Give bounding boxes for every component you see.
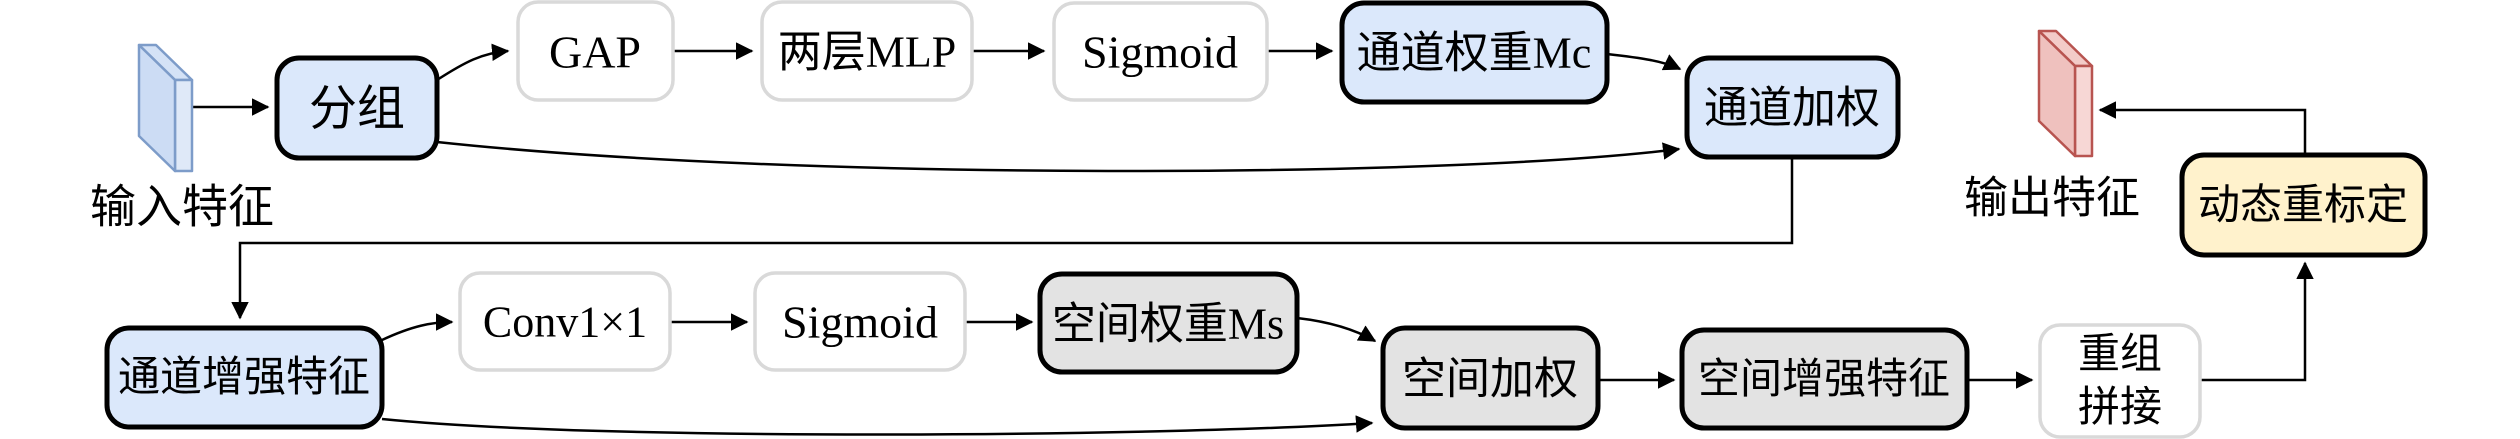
node-sigmoid-spatial-box[interactable]: [753, 271, 967, 372]
input-feature-label: 输入特征: [90, 182, 274, 233]
node-channel-weighting-box[interactable]: [1684, 55, 1901, 160]
node-channel-enhanced-label: 通道增强特征: [118, 355, 370, 401]
node-conv1x1[interactable]: Conv1×1: [458, 271, 672, 372]
node-mlp[interactable]: 两层MLP: [760, 0, 974, 102]
node-channel-weight-mc-label: 通道权重Mc: [1357, 29, 1592, 78]
node-mlp-box[interactable]: [760, 0, 974, 102]
edge-channel-enhanced-to-conv: [381, 313, 454, 342]
node-conv1x1-box[interactable]: [458, 271, 672, 372]
node-channel-weighting-label: 通道加权: [1704, 84, 1880, 133]
node-spatial-weight-ms[interactable]: 空间权重Ms: [1037, 271, 1300, 375]
edge-channel-weighting-to-channel-enhanced: [231, 157, 1794, 320]
node-dynamic-recalibration[interactable]: 动态重标定: [2179, 152, 2428, 258]
node-channel-weight-mc[interactable]: 通道权重Mc: [1339, 0, 1610, 105]
node-sigmoid-channel[interactable]: Sigmoid: [1052, 1, 1269, 102]
node-regroup-line2: 拼接: [2078, 385, 2162, 431]
node-sigmoid-channel-label: Sigmoid: [1082, 27, 1238, 78]
node-regroup-line1: 重组: [2078, 332, 2162, 378]
node-spatial-weighting-box[interactable]: [1380, 325, 1601, 431]
node-regroup-concat[interactable]: 重组 拼接: [2038, 323, 2202, 439]
edge-mc-to-channel-weighting: [1606, 52, 1682, 71]
node-spatial-weighting-label: 空间加权: [1402, 355, 1578, 404]
node-channel-enhanced[interactable]: 通道增强特征: [104, 325, 385, 430]
edges: [192, 42, 2314, 436]
edge-group-skip-to-channel-weighting: [436, 140, 1681, 173]
node-mlp-label: 两层MLP: [778, 28, 956, 77]
input-slab-side-face: [173, 78, 194, 173]
edge-recalibration-to-output: [2098, 101, 2307, 155]
edge-group-to-gap: [436, 43, 510, 82]
node-dynamic-recalibration-label: 动态重标定: [2198, 182, 2408, 229]
node-group-label: 分组: [309, 83, 405, 136]
node-sigmoid-spatial[interactable]: Sigmoid: [753, 271, 967, 372]
input-feature-slab: [137, 43, 194, 173]
node-channel-enhanced-box[interactable]: [104, 325, 385, 430]
node-conv1x1-label: Conv1×1: [483, 298, 647, 347]
output-slab-front-face: [2037, 29, 2077, 158]
node-group-box[interactable]: [274, 55, 440, 161]
node-channel-weight-mc-box[interactable]: [1339, 0, 1610, 105]
node-gap[interactable]: GAP: [516, 0, 675, 102]
output-slab-side-face: [2073, 64, 2094, 158]
node-spatial-enhanced-box[interactable]: [1679, 327, 1970, 431]
node-sigmoid-channel-box[interactable]: [1052, 1, 1269, 102]
node-gap-label: GAP: [549, 27, 641, 78]
node-gap-box[interactable]: [516, 0, 675, 102]
node-sigmoid-spatial-label: Sigmoid: [782, 297, 938, 348]
input-slab-front-face: [137, 43, 177, 173]
output-feature-label: 输出特征: [1964, 174, 2140, 223]
node-spatial-weight-ms-label: 空间权重Ms: [1052, 300, 1284, 349]
node-group[interactable]: 分组: [274, 55, 440, 161]
edge-channel-enhanced-skip-to-spatial-weighting: [381, 415, 1374, 436]
node-channel-weighting[interactable]: 通道加权: [1684, 55, 1901, 160]
edge-ms-to-spatial-weighting: [1296, 316, 1377, 343]
node-spatial-weighting[interactable]: 空间加权: [1380, 325, 1601, 431]
node-spatial-weight-ms-box[interactable]: [1037, 271, 1300, 375]
output-feature-slab: [2037, 29, 2094, 158]
node-spatial-enhanced-label: 空间增强特征: [1698, 356, 1950, 403]
node-spatial-enhanced[interactable]: 空间增强特征: [1679, 327, 1970, 431]
node-dynamic-recalibration-box[interactable]: [2179, 152, 2428, 258]
edge-regroup-to-recalibration: [2200, 261, 2314, 382]
node-regroup-concat-box[interactable]: [2038, 323, 2202, 439]
